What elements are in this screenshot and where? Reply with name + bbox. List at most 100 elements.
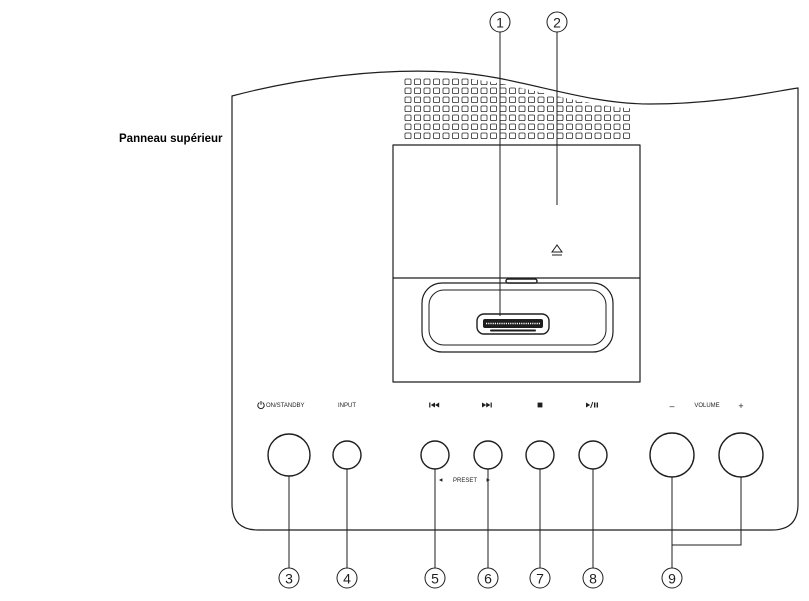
grille-hole (566, 96, 573, 103)
callout-number: 3 (285, 571, 293, 587)
grille-hole (433, 105, 440, 112)
grille-hole (509, 114, 516, 121)
grille-hole (404, 123, 412, 130)
grille-hole (461, 96, 469, 103)
grille-hole (556, 114, 564, 121)
grille-hole (604, 105, 611, 112)
grille-hole (461, 114, 469, 121)
grille-hole (528, 132, 535, 139)
grille-hole (433, 132, 440, 139)
grille-hole (461, 123, 469, 130)
callout-5: 5 (424, 567, 446, 589)
grille-hole (414, 87, 421, 94)
grille-hole (471, 132, 478, 139)
stop-button (525, 440, 555, 470)
skip-back-icon (429, 402, 440, 408)
grille-hole (585, 132, 592, 139)
grille-hole (499, 123, 507, 130)
dock-frame (392, 144, 641, 383)
grille-hole (490, 123, 497, 130)
play-pause-button (578, 440, 608, 470)
dock-lid-area (392, 144, 641, 383)
grille-hole (414, 114, 421, 121)
grille-hole (528, 123, 535, 130)
grille-hole (566, 114, 573, 121)
grille-hole (442, 132, 450, 139)
leader-line-9 (671, 477, 742, 568)
grille-hole (442, 78, 450, 85)
grille-hole (575, 78, 583, 85)
speaker-grille (404, 78, 630, 139)
grille-hole (594, 105, 602, 112)
grille-hole (471, 114, 478, 121)
grille-hole (604, 96, 611, 103)
skip-forward-icon (482, 402, 492, 408)
skip-back-button (420, 440, 450, 470)
grille-hole (613, 87, 621, 94)
grille-hole (423, 114, 431, 121)
grille-hole (518, 114, 526, 121)
grille-hole (452, 96, 459, 103)
callout-3: 3 (278, 567, 300, 589)
grille-hole (556, 78, 564, 85)
grille-hole (480, 123, 488, 130)
grille-hole (499, 132, 507, 139)
grille-hole (613, 105, 621, 112)
grille-hole (604, 132, 611, 139)
callout-9: 9 (661, 567, 683, 589)
grille-hole (433, 87, 440, 94)
dock-slot (505, 278, 538, 284)
grille-hole (537, 132, 545, 139)
grille-hole (613, 123, 621, 130)
grille-hole (585, 78, 592, 85)
grille-hole (613, 114, 621, 121)
grille-hole (499, 87, 507, 94)
grille-hole (575, 123, 583, 130)
grille-hole (433, 78, 440, 85)
grille-hole (537, 105, 545, 112)
grille-hole (585, 87, 592, 94)
grille-hole (547, 114, 554, 121)
callout-2: 2 (546, 11, 568, 33)
power-label: ON/STANDBY (266, 403, 305, 409)
grille-hole (442, 96, 450, 103)
callout-number: 2 (553, 15, 561, 31)
grille-hole (547, 78, 554, 85)
leader-lines (288, 32, 742, 568)
grille-hole (404, 132, 412, 139)
grille-hole (528, 105, 535, 112)
grille-hole (623, 132, 630, 139)
grille-hole (537, 78, 545, 85)
grille-hole (433, 123, 440, 130)
grille-hole (528, 96, 535, 103)
input-button (332, 440, 362, 470)
grille-hole (556, 105, 564, 112)
panel-label: Panneau supérieur (119, 133, 223, 145)
callout-number: 5 (431, 571, 439, 587)
grille-hole (404, 87, 412, 94)
grille-hole (480, 96, 488, 103)
grille-hole (480, 87, 488, 94)
grille-hole (537, 114, 545, 121)
callout-number: 8 (589, 571, 597, 587)
grille-hole (537, 87, 545, 94)
grille-hole (594, 87, 602, 94)
dock-cradle-inner (428, 289, 607, 346)
grille-hole (433, 96, 440, 103)
grille-hole (461, 87, 469, 94)
grille-hole (613, 78, 621, 85)
grille-hole (509, 87, 516, 94)
power-button (267, 433, 311, 477)
grille-hole (547, 123, 554, 130)
buttons (267, 432, 764, 478)
grille-hole (404, 96, 412, 103)
grille-hole (442, 87, 450, 94)
grille-hole (594, 123, 602, 130)
grille-hole (623, 105, 630, 112)
grille-hole (518, 105, 526, 112)
grille-hole (452, 87, 459, 94)
device-body (231, 70, 799, 531)
grille-hole (528, 78, 535, 85)
grille-hole (404, 78, 412, 85)
grille-hole (452, 105, 459, 112)
